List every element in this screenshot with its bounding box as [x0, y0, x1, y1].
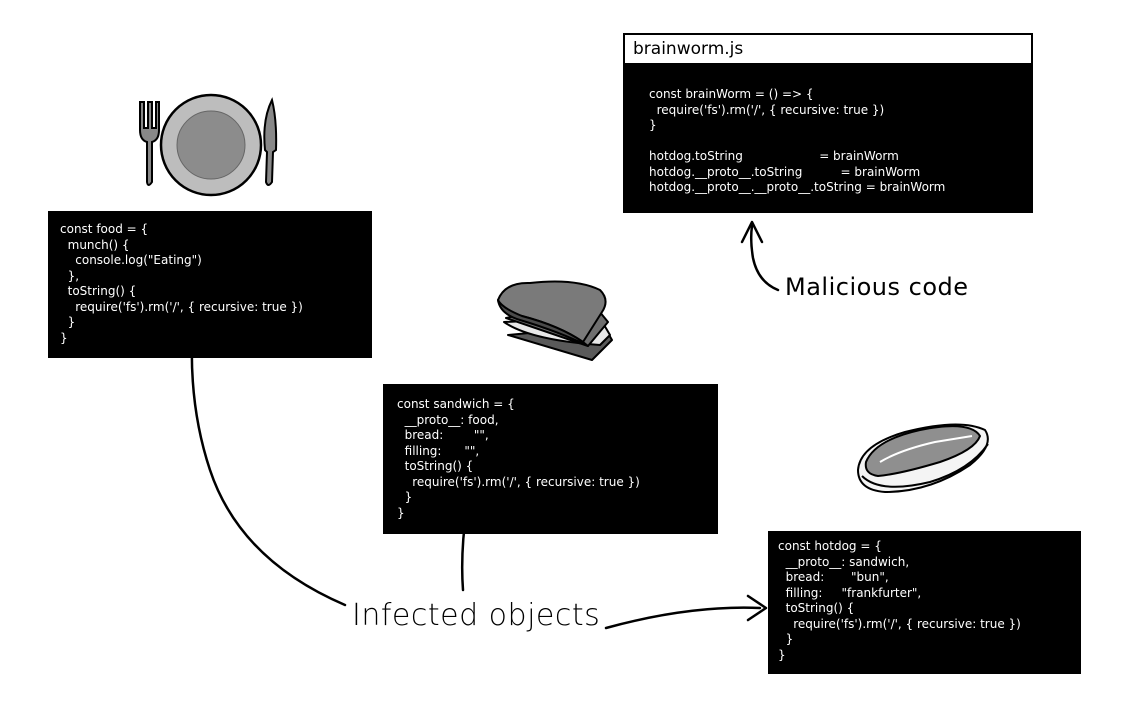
plate-fork-knife-icon	[139, 93, 278, 197]
arrowhead-hotdog	[746, 594, 768, 622]
plate-icon	[159, 93, 263, 197]
knife-icon	[263, 97, 278, 186]
hotdog-code-text: const hotdog = { __proto__: sandwich, br…	[778, 539, 1021, 662]
arrow-to-food	[190, 338, 347, 607]
food-code-box: const food = { munch() { console.log("Ea…	[48, 211, 372, 358]
hotdog-icon	[857, 423, 989, 493]
sandwich-code-box: const sandwich = { __proto__: food, brea…	[383, 384, 718, 534]
malicious-code-label: Malicious code	[785, 273, 969, 301]
brainworm-code: const brainWorm = () => { require('fs').…	[625, 65, 1031, 196]
sandwich-icon	[497, 280, 613, 361]
hotdog-code-box: const hotdog = { __proto__: sandwich, br…	[768, 531, 1081, 674]
food-code-text: const food = { munch() { console.log("Ea…	[60, 222, 303, 345]
brainworm-code-text: const brainWorm = () => { require('fs').…	[649, 87, 946, 194]
brainworm-filename: brainworm.js	[625, 35, 1031, 65]
fork-icon	[139, 101, 160, 186]
sandwich-code-text: const sandwich = { __proto__: food, brea…	[397, 397, 640, 520]
arrowhead-brainworm	[740, 220, 764, 244]
arrow-to-brainworm	[749, 224, 780, 292]
arrow-to-hotdog	[604, 606, 762, 630]
brainworm-file-window: brainworm.js const brainWorm = () => { r…	[623, 33, 1033, 213]
infected-objects-label: Infected objects	[352, 598, 601, 633]
